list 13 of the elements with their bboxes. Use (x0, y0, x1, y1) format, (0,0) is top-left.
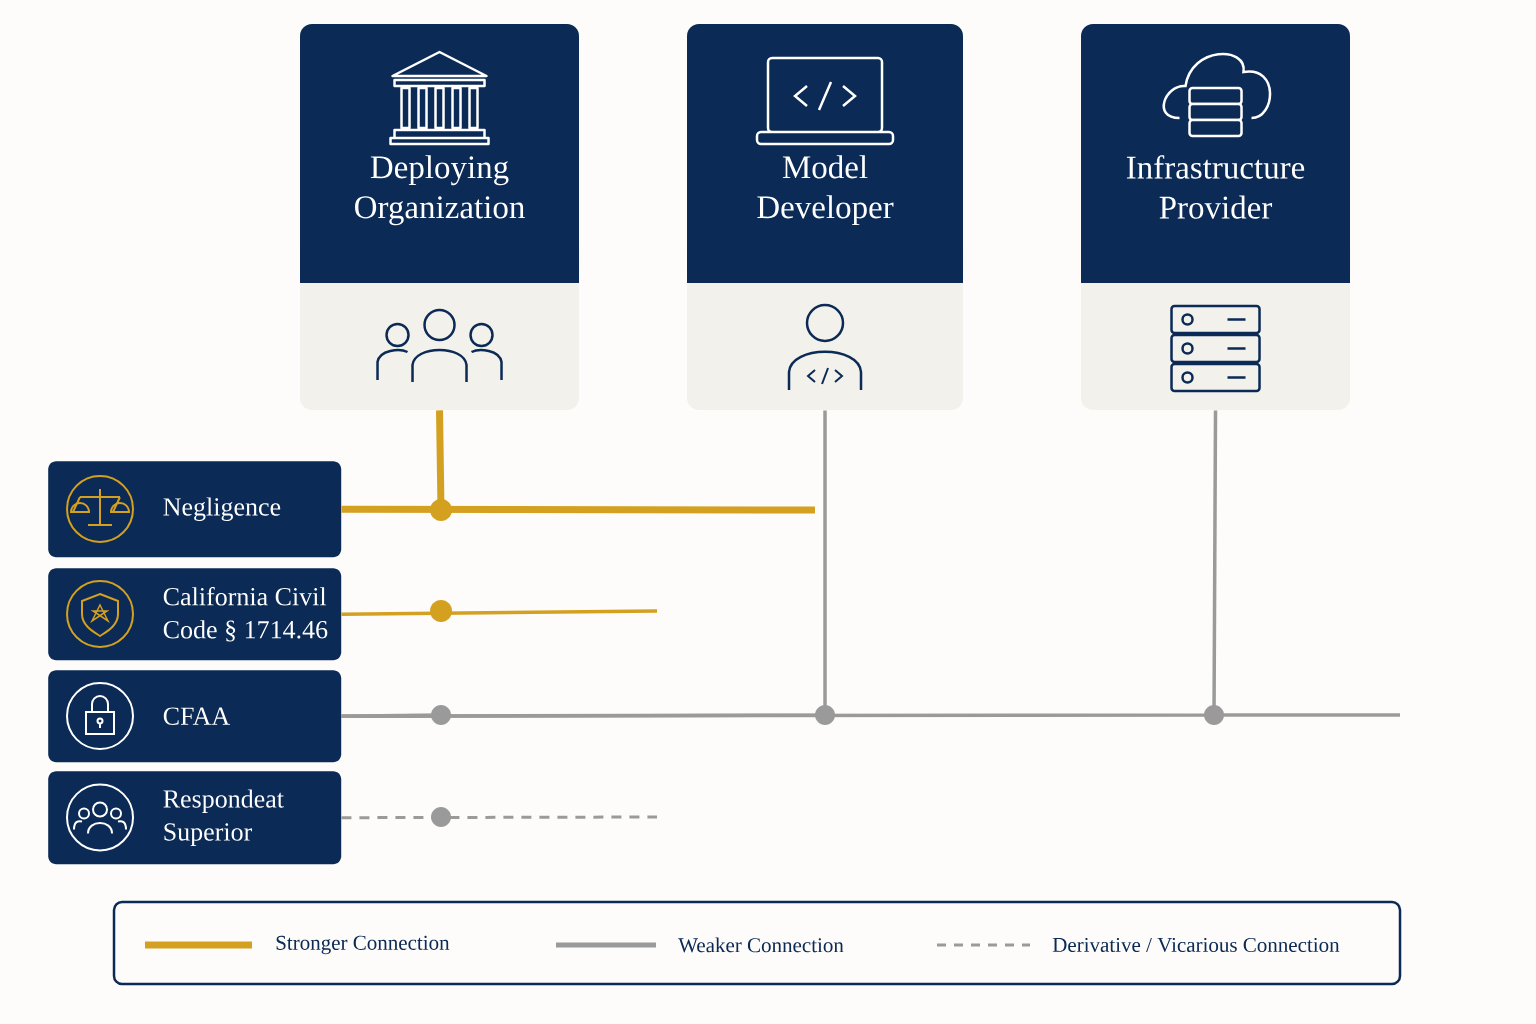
law-box: Respondeat Superior (48, 771, 342, 865)
connector-line (341, 600, 658, 622)
legend-label: Stronger Connection (276, 935, 450, 955)
legend-label: Derivative / Vicarious Connection (1052, 937, 1340, 953)
role-card: Deploying Organization (300, 24, 579, 410)
role-card: Model Developer (687, 24, 963, 410)
connector-line (341, 807, 657, 827)
legend-label: Weaker Connection (678, 937, 844, 953)
law-box: California Civil Code § 1714.46 (48, 568, 342, 661)
role-card: Infrastructure Provider (1081, 24, 1350, 410)
connector-line (339, 408, 1402, 725)
law-box: CFAA (48, 670, 342, 763)
law-box: Negligence (48, 461, 342, 558)
